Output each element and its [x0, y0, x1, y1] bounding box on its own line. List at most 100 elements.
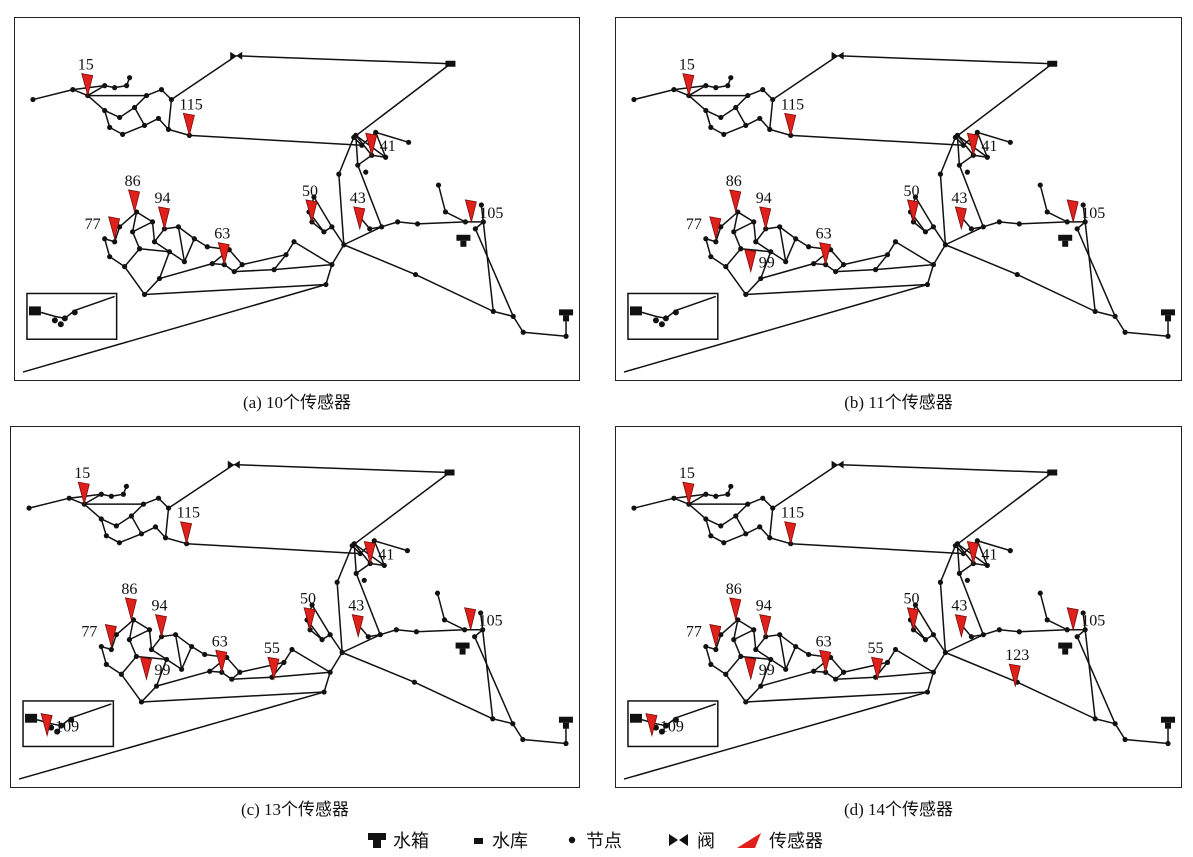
- pipe: [932, 634, 947, 653]
- pipe: [779, 634, 797, 648]
- sensor-label: 63: [816, 633, 832, 650]
- junction-node: [490, 716, 496, 722]
- pipe: [228, 249, 243, 266]
- pipe: [932, 652, 947, 673]
- pipe: [110, 634, 118, 650]
- sensor-icon: [759, 614, 772, 639]
- junction-node: [323, 281, 329, 288]
- pipe: [790, 134, 964, 147]
- pipe: [120, 655, 138, 675]
- sensor-label: 115: [177, 505, 200, 522]
- pipe: [355, 562, 371, 574]
- pipe: [234, 268, 275, 273]
- sensor-label: 77: [85, 216, 101, 233]
- junction-node: [1007, 548, 1013, 554]
- reservoir-icon: [1047, 60, 1058, 67]
- pipe: [688, 95, 707, 112]
- junction-node: [138, 531, 145, 537]
- junction-node: [806, 244, 812, 250]
- junction-node: [175, 224, 182, 230]
- pipe: [512, 723, 524, 740]
- pipe: [175, 634, 193, 648]
- water-tank-icon: [455, 642, 470, 655]
- legend-item-sensor: 传感器: [735, 826, 823, 854]
- pipe: [357, 164, 383, 228]
- junction-node: [510, 721, 516, 727]
- junction-node: [563, 333, 569, 339]
- junction-node: [757, 524, 763, 530]
- junction-node: [725, 491, 731, 497]
- junction-node: [148, 646, 155, 653]
- pipe: [153, 228, 166, 243]
- sensor-label: 77: [686, 216, 702, 233]
- junction-node: [924, 281, 931, 288]
- pipe: [158, 251, 171, 279]
- pipe: [835, 268, 876, 273]
- pipe: [769, 537, 791, 545]
- pipe: [1039, 184, 1048, 213]
- junction-node: [1092, 308, 1098, 314]
- pipe: [1019, 628, 1068, 633]
- junction-node: [155, 115, 162, 122]
- pipe: [830, 249, 845, 266]
- pipe: [128, 619, 135, 640]
- pipe: [725, 266, 747, 295]
- pipe: [958, 573, 985, 635]
- legend-item-node: 节点: [566, 826, 622, 854]
- junction-node: [671, 87, 677, 93]
- junction-node: [329, 224, 335, 230]
- pipe: [323, 672, 331, 693]
- pipe: [1082, 612, 1086, 630]
- pipe: [939, 137, 957, 175]
- junction-node: [811, 668, 817, 674]
- junction-node: [964, 169, 970, 175]
- junction-node: [166, 249, 173, 255]
- junction-node: [892, 239, 899, 245]
- junction-node: [996, 219, 1002, 225]
- pipe: [768, 508, 774, 538]
- panel-caption-d: (d) 14个传感器: [843, 800, 954, 819]
- pipe: [18, 691, 325, 780]
- junction-node: [713, 85, 719, 91]
- junction-node: [229, 676, 235, 682]
- sensor-label: 94: [756, 190, 772, 207]
- pipe: [105, 663, 122, 675]
- pipe: [745, 283, 928, 296]
- sensor-icon: [303, 607, 316, 632]
- pipe: [1125, 331, 1169, 337]
- pipe: [983, 221, 1000, 228]
- junction-node: [133, 653, 140, 660]
- junction-node: [964, 577, 970, 583]
- junction-node: [98, 516, 104, 522]
- junction-node: [138, 699, 145, 705]
- sensor-label: 94: [152, 598, 168, 615]
- sensor-label: 50: [903, 183, 919, 200]
- junction-node: [760, 87, 766, 93]
- junction-node: [472, 634, 478, 640]
- pipe: [895, 648, 934, 673]
- junction-node: [103, 533, 109, 539]
- pipe: [977, 131, 1011, 144]
- legend-item-valve: 阀: [667, 826, 715, 854]
- pipe: [338, 137, 355, 175]
- legend-item-reservoir: 水库: [472, 826, 528, 854]
- pipe: [745, 685, 762, 703]
- junction-node: [172, 632, 179, 638]
- junction-node: [956, 570, 962, 576]
- junction-node: [631, 96, 637, 103]
- junction-node: [395, 219, 401, 225]
- junction-node: [1064, 219, 1070, 225]
- pipe: [151, 221, 156, 242]
- junction-node: [327, 669, 333, 675]
- junction-node: [108, 493, 114, 499]
- junction-node: [141, 122, 148, 129]
- sensor-icon: [128, 189, 141, 214]
- pipe: [1046, 619, 1068, 631]
- junction-node: [442, 209, 449, 215]
- junction-node: [563, 740, 569, 747]
- junction-node: [960, 142, 966, 148]
- junction-node: [168, 96, 175, 103]
- junction-node: [718, 523, 724, 529]
- sensor-icon: [81, 73, 94, 98]
